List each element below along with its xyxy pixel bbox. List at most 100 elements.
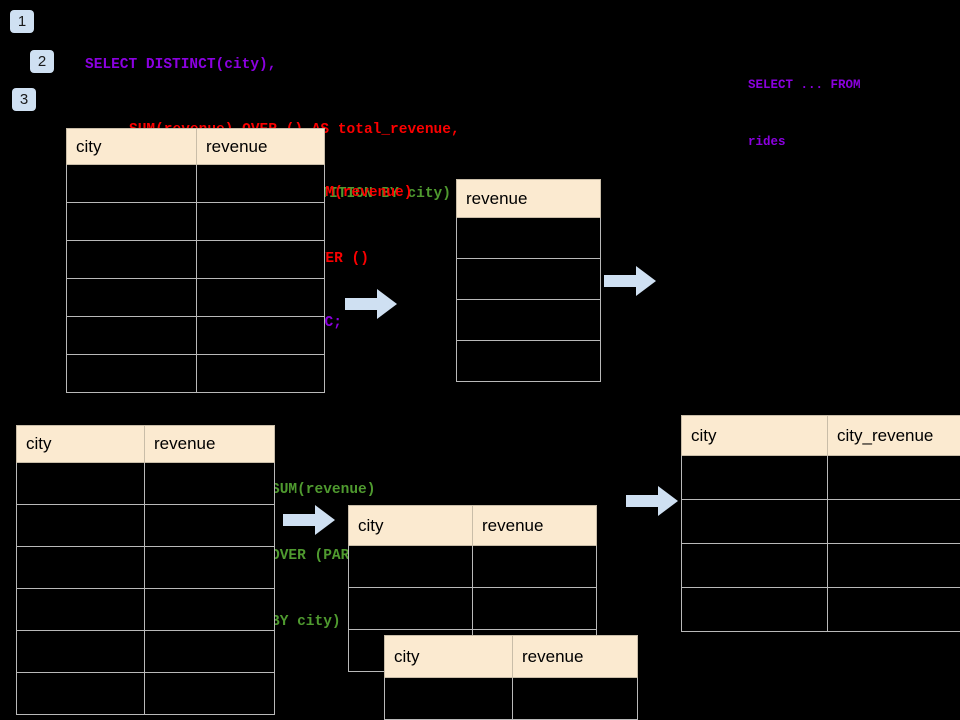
table-header-row: revenue <box>456 179 601 218</box>
table-result: city city_revenue <box>681 415 960 632</box>
cell-revenue <box>144 546 275 589</box>
cell-city <box>66 354 197 393</box>
arrow-partition-to-result-icon <box>626 486 678 516</box>
column-header-revenue: revenue <box>512 635 638 678</box>
step-badge-2-label: 2 <box>37 53 47 70</box>
cell-city <box>16 504 145 547</box>
table-row <box>66 278 325 317</box>
table-total-revenue: revenue <box>456 179 601 382</box>
table-row <box>16 672 275 715</box>
cell-revenue <box>456 299 601 341</box>
table-source-top: city revenue <box>66 128 325 393</box>
table-row <box>681 499 960 544</box>
cell-city-revenue <box>827 455 960 500</box>
cell-revenue <box>456 340 601 382</box>
table-row <box>16 588 275 631</box>
table-partition-front: city revenue <box>384 635 638 720</box>
cell-city <box>348 545 473 588</box>
cell-city <box>66 202 197 241</box>
table-row <box>681 587 960 632</box>
table-row <box>348 587 597 630</box>
step-badge-1[interactable]: 1 <box>10 10 34 33</box>
cell-city-revenue <box>827 543 960 588</box>
table-row <box>348 545 597 588</box>
step-badge-3[interactable]: 3 <box>12 88 36 111</box>
step-badge-2[interactable]: 2 <box>30 50 54 73</box>
cell-city <box>384 677 513 720</box>
cell-city <box>681 499 828 544</box>
column-header-city: city <box>16 425 145 463</box>
cell-revenue <box>196 316 325 355</box>
cell-revenue <box>196 164 325 203</box>
column-header-revenue: revenue <box>472 505 597 546</box>
table-row <box>681 543 960 588</box>
table-row <box>456 258 601 300</box>
cell-revenue <box>196 202 325 241</box>
sql-line-select: SELECT DISTINCT(city), <box>85 57 277 73</box>
table-header-row: city revenue <box>16 425 275 463</box>
step-badge-3-label: 3 <box>19 91 29 108</box>
annotation-city-revenue-line-1: SUM(revenue) <box>271 482 376 498</box>
table-row <box>456 217 601 259</box>
cell-city <box>66 278 197 317</box>
cell-revenue <box>456 258 601 300</box>
table-row <box>16 630 275 673</box>
cell-revenue <box>196 240 325 279</box>
cell-city-revenue <box>827 499 960 544</box>
cell-city <box>16 546 145 589</box>
annotation-city-revenue-line-3: BY city) <box>271 614 341 630</box>
column-header-city: city <box>348 505 473 546</box>
table-header-row: city revenue <box>384 635 638 678</box>
arrow-source-to-total-icon <box>345 289 397 319</box>
cell-revenue <box>144 462 275 505</box>
cell-city <box>348 587 473 630</box>
table-header-row: city city_revenue <box>681 415 960 456</box>
side-note-line-2: rides <box>748 135 786 149</box>
cell-revenue <box>472 545 597 588</box>
column-header-revenue: revenue <box>456 179 601 218</box>
cell-revenue <box>512 677 638 720</box>
cell-revenue <box>196 354 325 393</box>
column-header-revenue: revenue <box>196 128 325 165</box>
cell-city <box>66 316 197 355</box>
cell-revenue <box>472 587 597 630</box>
table-header-row: city revenue <box>66 128 325 165</box>
table-row <box>66 202 325 241</box>
table-row <box>456 340 601 382</box>
cell-city <box>16 672 145 715</box>
cell-revenue <box>144 504 275 547</box>
annotation-total-revenue-line-1: SUM(revenue) <box>308 185 413 201</box>
cell-city <box>681 587 828 632</box>
side-note-select-from: SELECT ... FROM rides <box>748 38 861 190</box>
cell-city <box>66 240 197 279</box>
table-row <box>16 546 275 589</box>
cell-city <box>16 588 145 631</box>
column-header-city-revenue: city_revenue <box>827 415 960 456</box>
column-header-revenue: revenue <box>144 425 275 463</box>
cell-revenue <box>196 278 325 317</box>
cell-city-revenue <box>827 587 960 632</box>
column-header-city: city <box>681 415 828 456</box>
cell-city <box>16 630 145 673</box>
table-header-row: city revenue <box>348 505 597 546</box>
table-row <box>384 677 638 720</box>
arrow-source-to-partition-icon <box>283 505 335 535</box>
cell-revenue <box>144 588 275 631</box>
column-header-city: city <box>384 635 513 678</box>
table-row <box>456 299 601 341</box>
cell-revenue <box>456 217 601 259</box>
side-note-line-1: SELECT ... FROM <box>748 78 861 92</box>
table-row <box>66 240 325 279</box>
cell-city <box>16 462 145 505</box>
table-row <box>66 354 325 393</box>
table-row <box>16 462 275 505</box>
step-badge-1-label: 1 <box>17 13 27 30</box>
table-row <box>681 455 960 500</box>
cell-city <box>66 164 197 203</box>
cell-city <box>681 543 828 588</box>
table-row <box>66 316 325 355</box>
arrow-total-to-result-icon <box>604 266 656 296</box>
cell-revenue <box>144 672 275 715</box>
column-header-city: city <box>66 128 197 165</box>
